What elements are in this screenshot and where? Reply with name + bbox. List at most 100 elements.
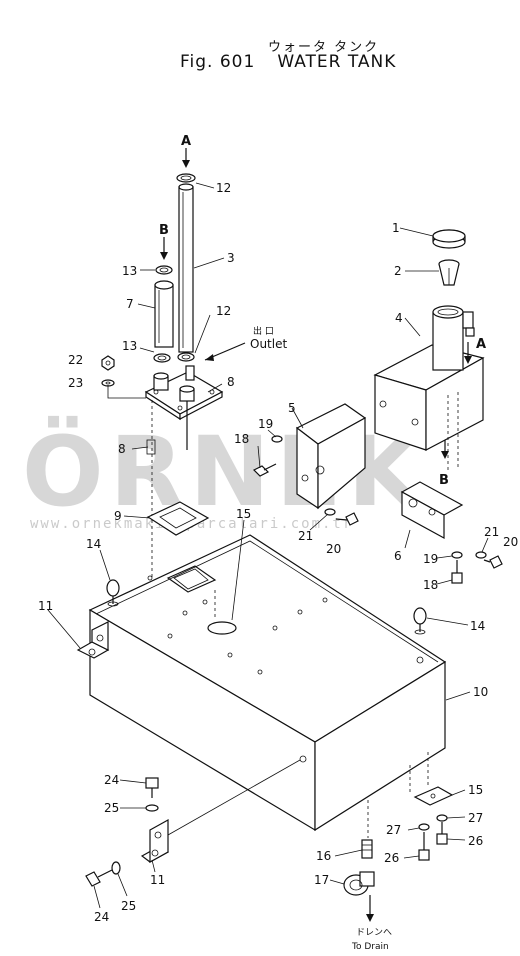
leader-bracket-to-tank [167,759,301,836]
bracket-5 [295,403,367,510]
watermark-brand: ÖRNEK [22,415,428,528]
callout-6: 6 [394,549,402,563]
callout-8-lower: 8 [118,442,126,456]
figure-title: Fig. 601 WATER TANK [180,52,396,72]
callout-11-upper: 11 [38,599,53,613]
callout-1: 1 [392,221,400,235]
bolt-18-left [252,463,277,477]
callout-13-upper: 13 [122,264,137,278]
callout-5: 5 [288,401,296,415]
seal-12-lower [177,352,195,362]
callout-21-right: 21 [484,525,499,539]
callout-18-left: 18 [234,432,249,446]
callout-14-right: 14 [470,619,485,633]
bracket-11-lower [140,818,170,864]
water-tank-body [88,534,447,832]
seal-13-lower [153,353,171,363]
fill-tube-3 [178,183,194,353]
callout-15-top: 15 [236,507,251,521]
bolt-24-lower [85,869,113,887]
figure-name: WATER TANK [277,52,397,72]
callout-22: 22 [68,353,83,367]
view-marker-a-top: A [181,134,191,149]
callout-20-left: 20 [326,542,341,556]
callout-3: 3 [227,251,235,265]
callout-17: 17 [314,873,329,887]
outlet-label: Outlet [250,337,287,351]
bracket-6 [400,481,464,540]
leader-lines [47,182,489,909]
cover-plate-8 [144,365,224,580]
callout-numbers: 12 3 13 7 12 13 22 23 8 8 9 1 2 4 5 18 1… [38,181,518,924]
callout-27-right: 27 [468,811,483,825]
gasket-9 [146,501,210,536]
callout-25-upper: 25 [104,801,119,815]
callout-10: 10 [473,685,488,699]
seal-13-upper [155,265,173,275]
view-marker-b-right: B [439,473,449,488]
callout-15-right: 15 [468,783,483,797]
callout-12-lower: 12 [216,304,231,318]
callout-26-left: 26 [384,851,399,865]
washer-21-right [475,551,487,559]
callout-16: 16 [316,849,331,863]
arrow-b-top: B [159,223,169,260]
bolt-20-left [335,512,359,526]
tube-7 [154,280,174,348]
title-japanese: ウォータ タンク [268,40,380,55]
strainer-2 [438,259,460,286]
view-marker-b-top: B [159,223,169,238]
seal-12-top [176,173,196,183]
arrow-a-top: A [181,134,191,168]
callout-21-left: 21 [298,529,313,543]
callout-24-lower: 24 [94,910,109,924]
washer-19-right [451,551,463,559]
bolt-24-upper [145,777,159,798]
washer-27-left [418,823,430,831]
plug-16 [361,800,373,859]
callout-19-right: 19 [423,552,438,566]
callout-12-top: 12 [216,181,231,195]
sub-tank-4 [373,305,485,470]
drain-label: To Drain [351,942,389,952]
callout-13-lower: 13 [122,339,137,353]
bolt-26-left [418,832,430,861]
bracket-11-upper [76,621,110,659]
callout-23: 23 [68,376,83,390]
washer-25-lower [111,861,121,875]
callout-27-left: 27 [386,823,401,837]
bolt-20-right [483,555,503,569]
callout-4: 4 [395,311,403,325]
callout-11-lower: 11 [150,873,165,887]
callout-25-lower: 25 [121,899,136,913]
arrow-a-right: A [464,337,486,364]
callout-9: 9 [114,509,122,523]
figure-number: Fig. 601 [180,52,256,72]
washer-25-upper [145,804,159,812]
callout-7: 7 [126,297,134,311]
callout-24-upper: 24 [104,773,119,787]
outlet-label-japanese: 出 口 [253,325,274,337]
washer-19-left [271,435,283,443]
cap-1 [432,229,466,249]
callout-2: 2 [394,264,402,278]
callout-18-right: 18 [423,578,438,592]
view-marker-a-right: A [476,337,486,352]
nut-22 [101,355,115,371]
eyebolt-14-right [413,607,427,635]
washer-21-left [324,508,336,516]
callout-20-right: 20 [503,535,518,549]
bolt-18-right [451,560,463,584]
callout-26-right: 26 [468,834,483,848]
callout-19-left: 19 [258,417,273,431]
drain-label-japanese: ドレンへ [356,928,392,938]
bolt-26-right [436,822,448,845]
outlet-arrow [204,342,246,361]
callout-8-upper: 8 [227,375,235,389]
eyebolt-14-left [106,579,120,607]
washer-27-right [436,814,448,822]
leader-22-23 [107,385,146,399]
elbow-17 [343,871,375,922]
